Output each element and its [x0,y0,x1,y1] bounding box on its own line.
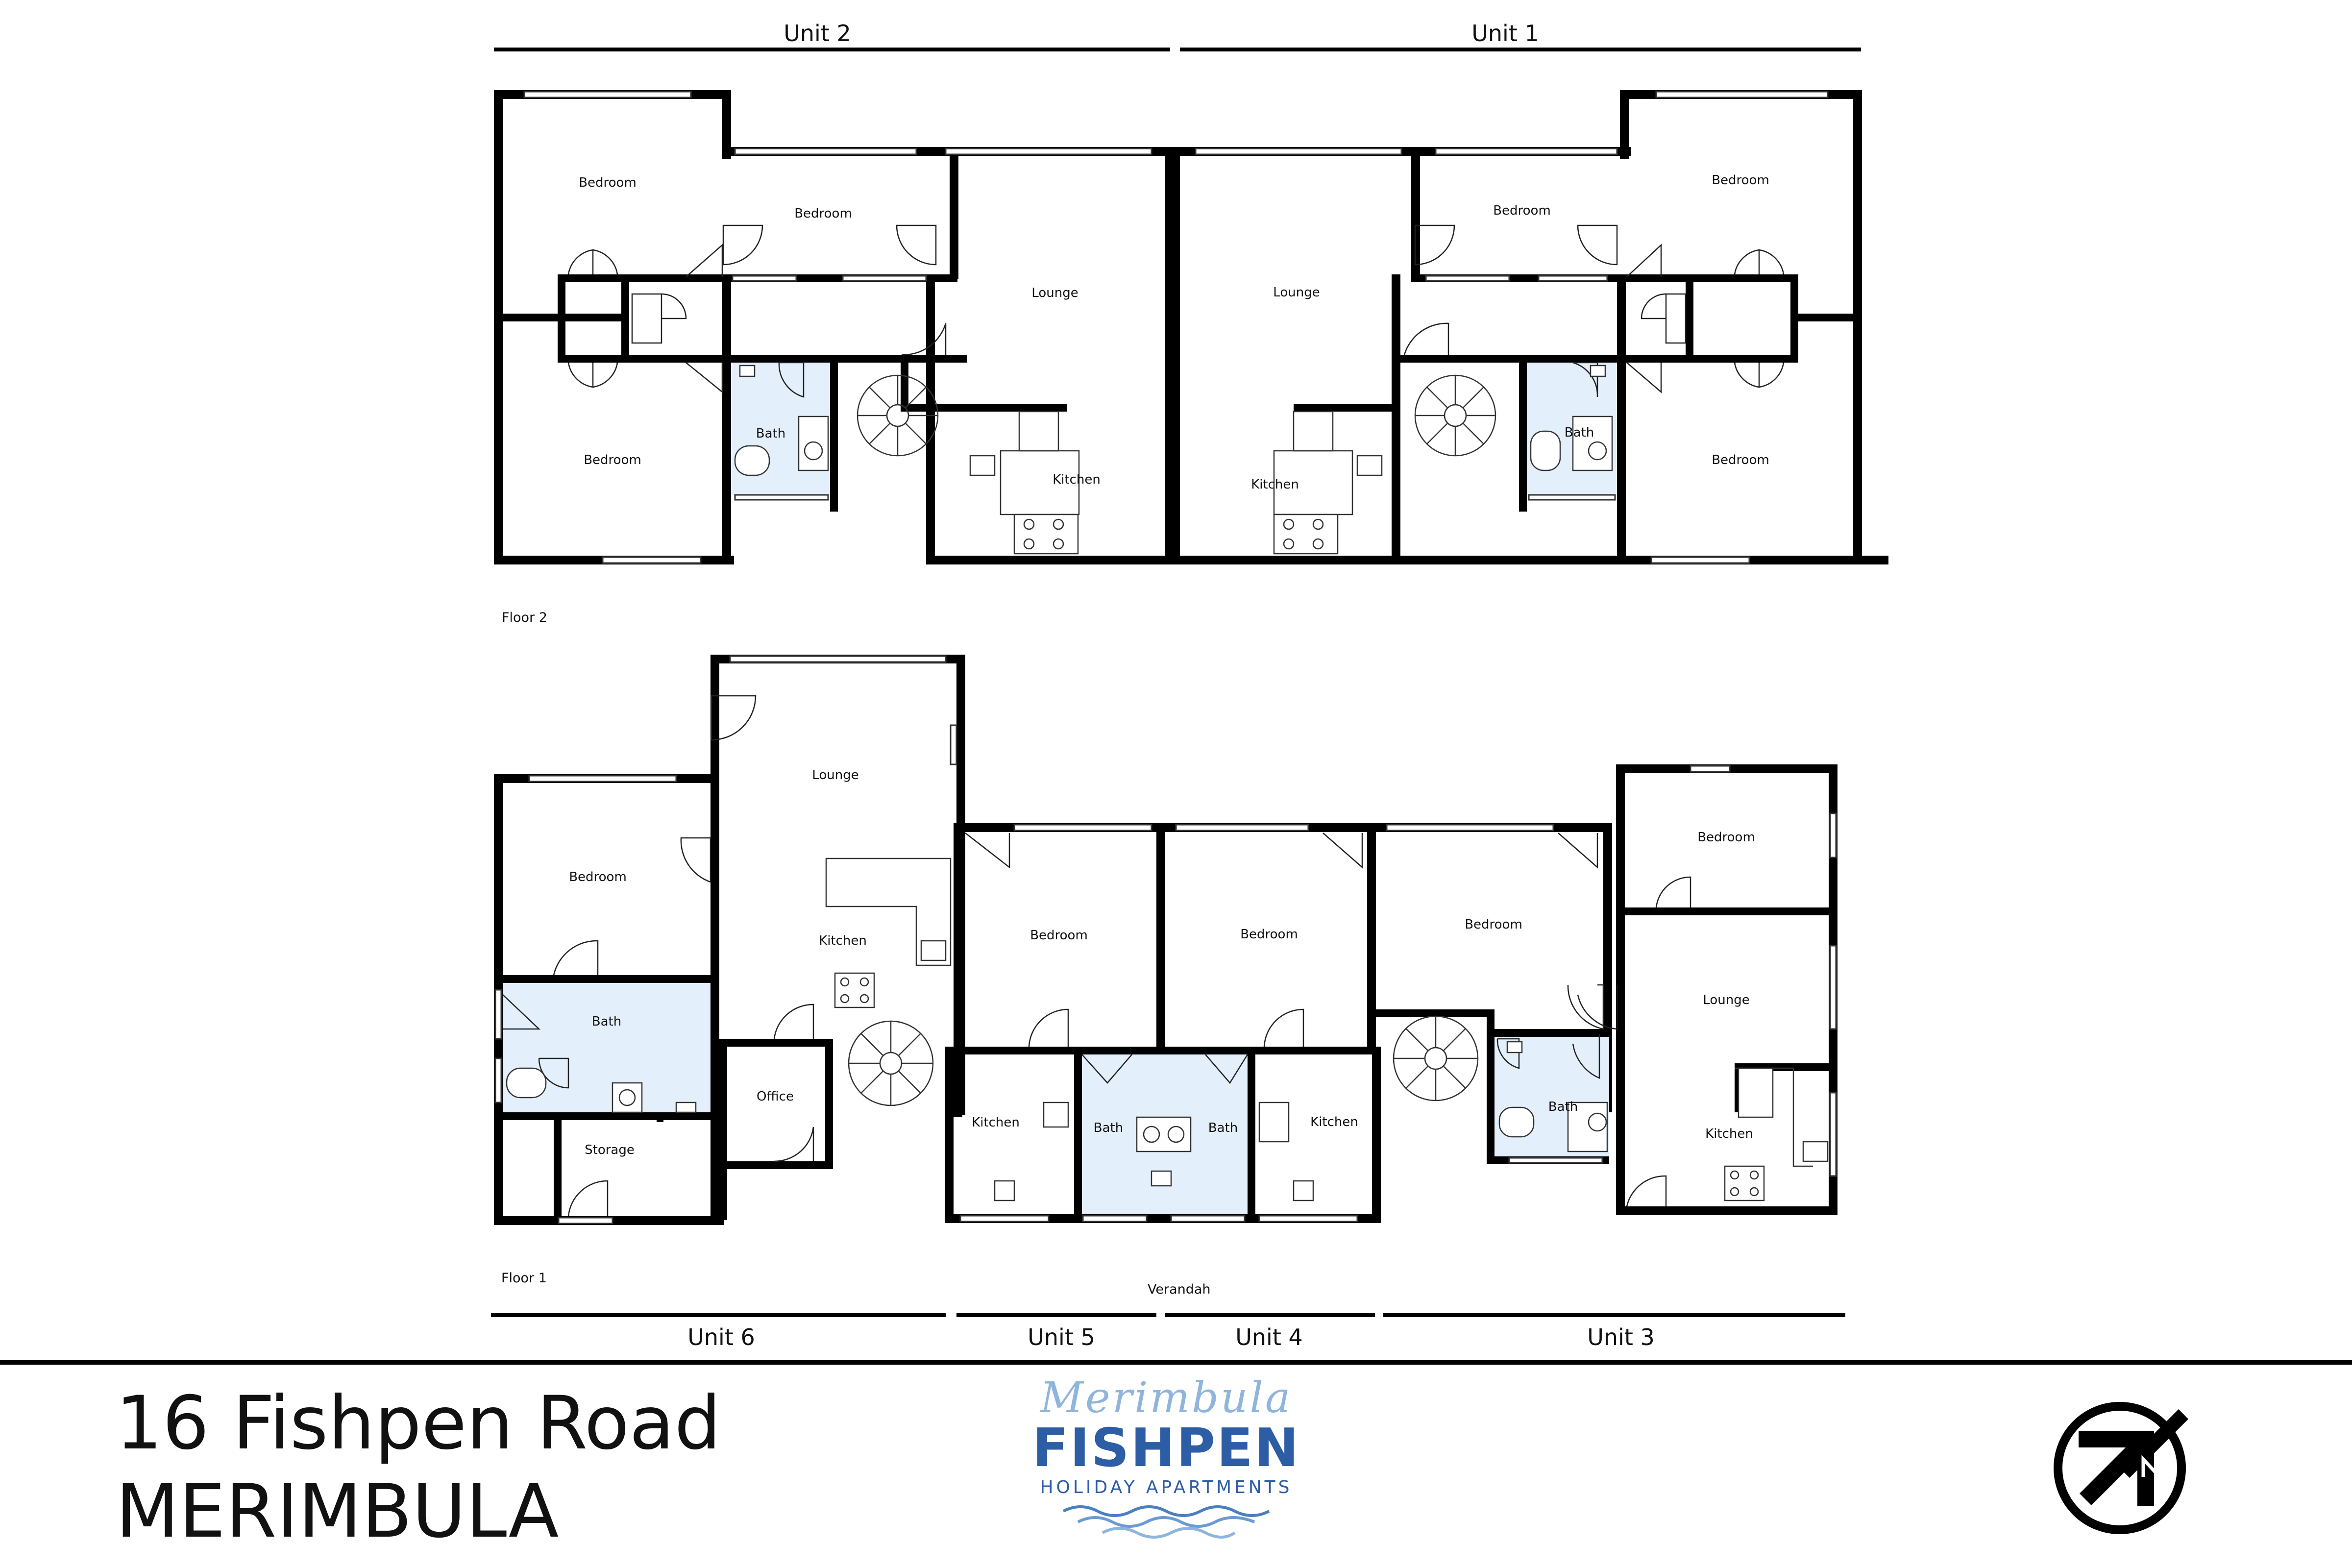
u5-bath-label: Bath [1094,1121,1123,1135]
north-arrow-icon [2054,1402,2188,1534]
u1-kitchen-label: Kitchen [1251,477,1299,492]
u6-kitchen-label: Kitchen [819,933,867,948]
unit-4-label: Unit 4 [1235,1324,1303,1350]
waves-icon [1062,1505,1270,1539]
logo-sub-text: HOLIDAY APARTMENTS [1040,1477,1293,1497]
unit-4-bar [1165,1313,1375,1317]
address-line-1: 16 Fishpen Road [116,1381,721,1466]
u5-bedroom-label: Bedroom [1030,928,1088,943]
u6-office-label: Office [757,1089,794,1104]
fishpen-logo: Merimbula FISHPEN HOLIDAY APARTMENTS [1029,1377,1303,1563]
unit-1-label: Unit 1 [1471,20,1539,47]
u6-bedroom-label: Bedroom [569,870,627,884]
u1-bath-label: Bath [1565,425,1594,440]
footer-divider [0,1360,2352,1365]
u3-bath-label: Bath [1548,1100,1578,1114]
u6-lounge-label: Lounge [812,768,858,783]
unit-6-bar [491,1313,946,1317]
unit-3-bar [1383,1313,1845,1317]
u6-bath-label: Bath [592,1014,621,1029]
logo-script-text: Merimbula [1040,1373,1293,1422]
unit-3-label: Unit 3 [1587,1324,1655,1350]
u4-bath-label: Bath [1208,1121,1238,1135]
logo-main-text: FISHPEN [1032,1418,1300,1479]
unit-5-label: Unit 5 [1028,1324,1095,1350]
u2-bedroom-n-label: Bedroom [794,206,852,221]
u3-lounge-label: Lounge [1703,993,1749,1007]
floor-2-plan: Bedroom Bedroom Lounge Bath Kitchen Bedr… [494,90,1888,564]
unit-5-bar [956,1313,1156,1317]
u2-lounge-label: Lounge [1031,286,1078,300]
u3-bedroom-ne-label: Bedroom [1697,830,1755,845]
floor-1-label: Floor 1 [501,1271,547,1286]
verandah-label: Verandah [1148,1282,1211,1297]
unit-2-label: Unit 2 [784,20,851,47]
floor-2-label: Floor 2 [502,610,547,625]
unit-1-bar [1180,48,1861,51]
u3-kitchen-label: Kitchen [1705,1127,1753,1141]
u2-bedroom-nw-label: Bedroom [579,175,637,190]
u6-storage-label: Storage [585,1143,635,1157]
u1-lounge-label: Lounge [1273,285,1320,300]
address-line-2: MERIMBULA [116,1469,559,1554]
u1-bedroom-se-label: Bedroom [1712,453,1769,467]
u1-bedroom-ne-label: Bedroom [1712,173,1769,188]
u2-kitchen-label: Kitchen [1053,472,1101,487]
unit-2-bar [494,48,1170,51]
unit-6-label: Unit 6 [687,1324,755,1350]
u3-bedroom-w-label: Bedroom [1465,917,1522,932]
u4-bedroom-label: Bedroom [1240,927,1298,942]
u1-bedroom-n-label: Bedroom [1493,203,1551,218]
u4-kitchen-label: Kitchen [1310,1115,1358,1129]
u5-kitchen-label: Kitchen [972,1115,1020,1130]
u2-bedroom-sw-label: Bedroom [584,453,641,467]
floor-1-plan: Lounge Bedroom Kitchen Bath Office Stora… [494,655,1838,1225]
u2-bath-label: Bath [756,426,785,441]
